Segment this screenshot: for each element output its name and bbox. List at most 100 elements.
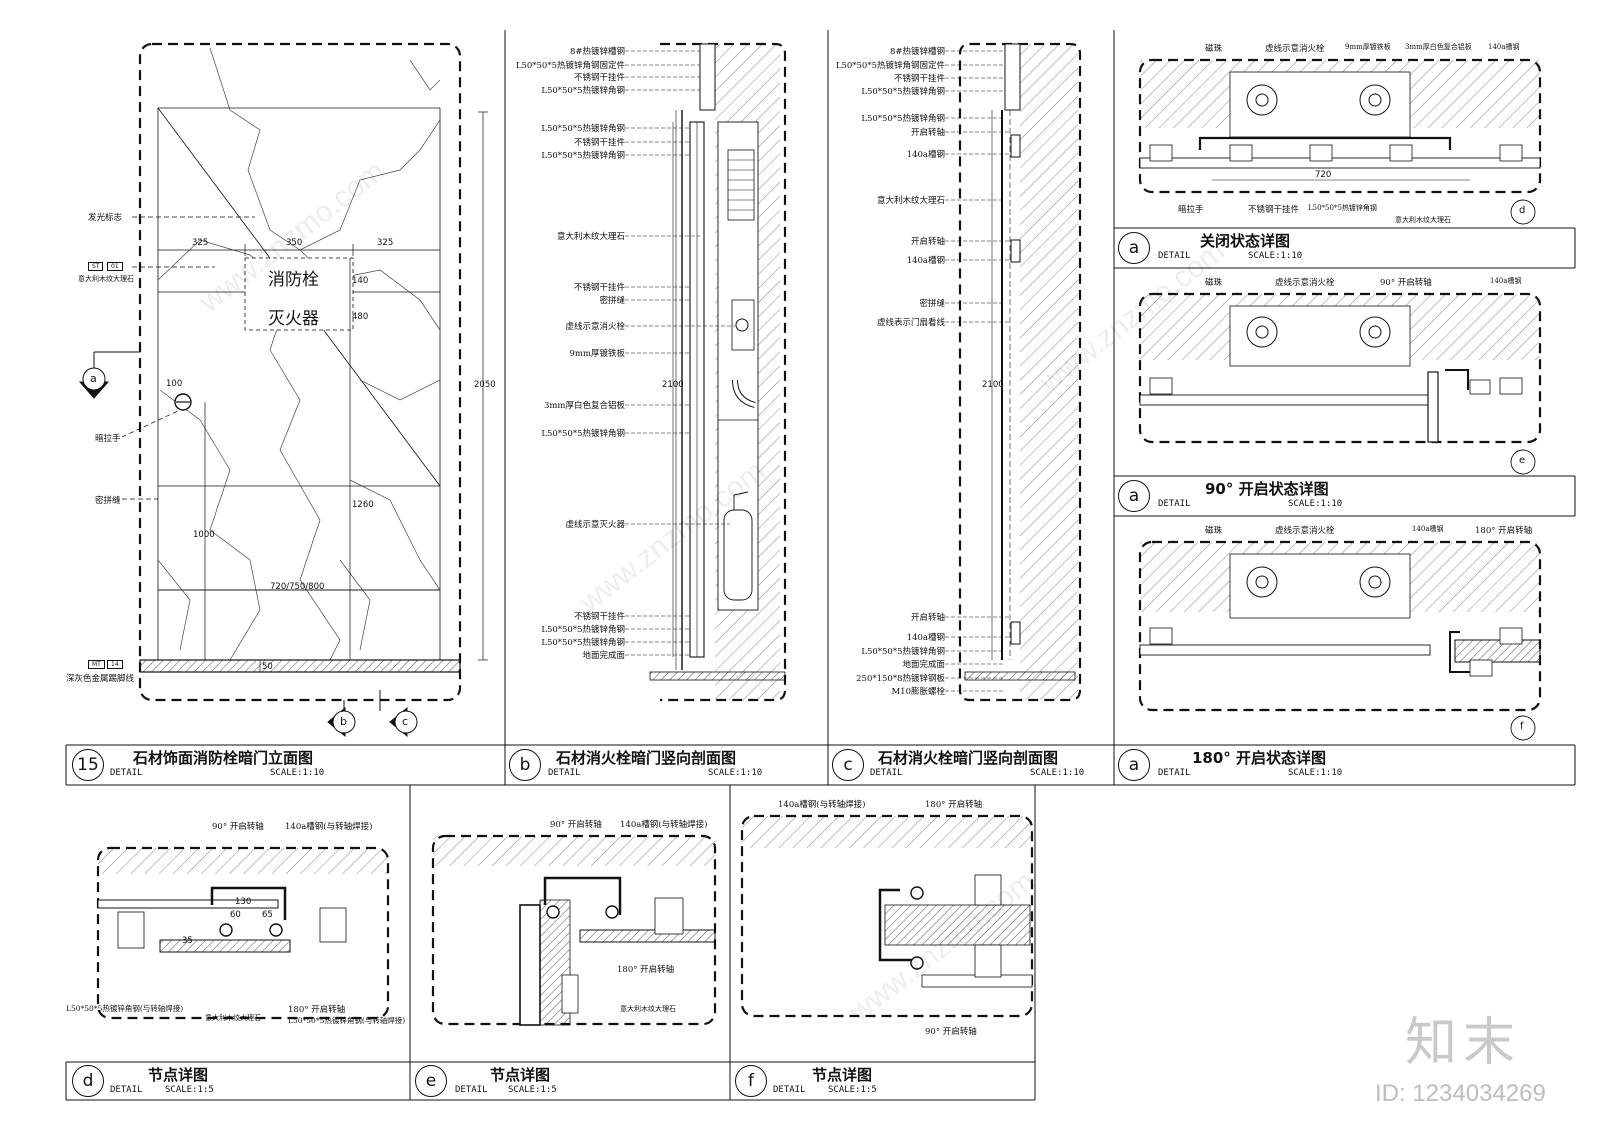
panel-e-number: e xyxy=(415,1065,447,1097)
plan2-hydrant: 虚线示意消火栓 xyxy=(1275,278,1335,288)
node-d-drawing xyxy=(96,846,390,1020)
panel-d-detail: DETAIL xyxy=(110,1085,143,1095)
secb-labels-item: L50*50*5热镀锌角钢 xyxy=(541,86,625,96)
node-d-dim-60: 60 xyxy=(230,910,241,920)
panel-f-scale: SCALE:1:5 xyxy=(828,1085,877,1095)
plan3-pivot: 180° 开启转轴 xyxy=(1475,526,1533,536)
panel-b-number: b xyxy=(509,749,541,781)
node-f-pivot90: 90° 开启转轴 xyxy=(925,1027,977,1037)
secb-labels-item: 8#热镀锌槽钢 xyxy=(569,47,625,57)
plan3-hydrant: 虚线示意消火栓 xyxy=(1275,526,1335,536)
dim-50: 50 xyxy=(262,662,273,672)
label-pull: 暗拉手 xyxy=(95,434,121,444)
plan1-hanger: 不锈钢干挂件 xyxy=(1248,205,1300,215)
panel-f-number: f xyxy=(735,1065,767,1097)
secc-labels-item: L50*50*5热镀锌角钢 xyxy=(861,87,945,97)
panel-d-scale: SCALE:1:5 xyxy=(165,1085,214,1095)
dim-480: 480 xyxy=(352,312,369,322)
plan3-marker: f xyxy=(1520,721,1524,732)
tag-st: ST xyxy=(88,262,104,271)
panel-15-scale: SCALE:1:10 xyxy=(270,768,325,778)
secc-labels-item: 意大利木纹大理石 xyxy=(876,196,945,206)
secc-labels-item: 密拼缝 xyxy=(919,299,945,309)
plan2-magnet: 磁珠 xyxy=(1205,278,1223,288)
node-d-pivot180: 180° 开启转轴 xyxy=(288,1005,346,1015)
panel-a2-number: a xyxy=(1118,480,1150,512)
plan3-channel: 140a槽钢 xyxy=(1412,525,1444,533)
panel-e-title: 节点详图 xyxy=(490,1066,551,1084)
secb-labels-item: 虚线示意灭火器 xyxy=(565,520,625,530)
dim-140: 140 xyxy=(352,276,369,286)
brand-logo: 知末 xyxy=(1405,1014,1522,1072)
node-d-pivot90: 90° 开启转轴 xyxy=(212,822,264,832)
secb-labels-item: L50*50*5热镀锌角钢 xyxy=(541,638,625,648)
panel-a1-detail: DETAIL xyxy=(1158,251,1191,261)
panel-a1-scale: SCALE:1:10 xyxy=(1248,251,1303,261)
plan-a-drawings xyxy=(1138,58,1542,741)
label-stone: 意大利木纹大理石 xyxy=(78,275,134,283)
plan1-alum-plate: 3mm厚白色复合铝板 xyxy=(1405,43,1472,51)
node-d-dim-35: 35 xyxy=(182,936,193,946)
dim-100: 100 xyxy=(166,379,183,389)
node-d-stone: 意大利木纹大理石 xyxy=(205,1014,261,1022)
panel-b-title: 石材消火栓暗门竖向剖面图 xyxy=(556,749,737,767)
plan2-channel: 140a槽钢 xyxy=(1490,277,1522,285)
secc-labels-item: 不锈钢干挂件 xyxy=(893,74,945,84)
panel-15-number: 15 xyxy=(72,749,104,781)
node-e-pivot180: 180° 开启转轴 xyxy=(617,965,675,975)
node-f-drawing xyxy=(740,814,1034,1018)
plan2-pivot: 90° 开启转轴 xyxy=(1380,278,1432,288)
node-d-channel: 140a槽钢(与转轴焊接) xyxy=(285,822,373,832)
secb-labels-item: L50*50*5热镀锌角钢 xyxy=(541,151,625,161)
marker-a: a xyxy=(90,372,97,385)
secb-labels-item: 9mm厚镀铁板 xyxy=(569,349,625,359)
secb-labels-item: 意大利木纹大理石 xyxy=(556,232,625,242)
plan1-iron-plate: 9mm厚镀铁板 xyxy=(1345,43,1391,51)
secc-labels-item: 开启转轴 xyxy=(910,128,945,138)
plan1-magnet: 磁珠 xyxy=(1205,44,1223,54)
sign-hydrant: 消防栓 xyxy=(268,270,319,290)
plan1-pull: 暗拉手 xyxy=(1178,205,1204,215)
secb-labels-item: L50*50*5热镀锌角钢 xyxy=(541,124,625,134)
panel-b-scale: SCALE:1:10 xyxy=(708,768,763,778)
panel-a2-scale: SCALE:1:10 xyxy=(1288,499,1343,509)
label-glow-sign: 发光标志 xyxy=(88,213,123,223)
plan1-channel: 140a槽钢 xyxy=(1488,43,1520,51)
node-d-angle-right: L50*50*5热镀锌角钢(与转轴焊接) xyxy=(288,1016,406,1025)
label-seam: 密拼缝 xyxy=(95,496,121,506)
node-d-dim-65: 65 xyxy=(262,910,273,920)
dim-1260: 1260 xyxy=(352,500,374,510)
panel-c-title: 石材消火栓暗门竖向剖面图 xyxy=(878,749,1059,767)
secb-labels-item: 不锈钢干挂件 xyxy=(573,612,625,622)
plan3-magnet: 磁珠 xyxy=(1205,526,1223,536)
panel-a2-detail: DETAIL xyxy=(1158,499,1191,509)
panel-15-detail: DETAIL xyxy=(110,768,143,778)
secb-labels-item: 3mm厚白色复合铝板 xyxy=(543,401,625,411)
secc-labels-item: L50*50*5热镀锌角钢 xyxy=(861,647,945,657)
dim-325-right: 325 xyxy=(377,238,394,248)
secb-labels-item: L50*50*5热镀锌角钢 xyxy=(541,625,625,635)
plan1-stone: 意大利木纹大理石 xyxy=(1395,216,1451,224)
secb-labels-item: 虚线示意消火栓 xyxy=(565,322,625,332)
section-c-dim: 2100 xyxy=(982,380,1004,390)
panel-a1-number: a xyxy=(1118,232,1150,264)
panel-a3-title: 180° 开启状态详图 xyxy=(1192,749,1327,767)
secc-labels-item: 250*150*8热镀锌钢板 xyxy=(856,674,945,684)
marker-c: c xyxy=(402,715,409,728)
panel-a3-scale: SCALE:1:10 xyxy=(1288,768,1343,778)
panel-f-detail: DETAIL xyxy=(773,1085,806,1095)
secc-labels-item: M10膨胀螺栓 xyxy=(891,687,945,697)
sign-extinguisher: 灭火器 xyxy=(268,309,319,329)
node-d-dim-130: 130 xyxy=(235,897,252,907)
secb-labels-item: 不锈钢干挂件 xyxy=(573,138,625,148)
dim-2050: 2050 xyxy=(474,380,496,390)
secb-labels-item: 地面完成面 xyxy=(582,651,625,661)
secc-labels-item: 140a槽钢 xyxy=(906,256,945,266)
dim-350: 350 xyxy=(286,238,303,248)
node-e-channel: 140a槽钢(与转轴焊接) xyxy=(620,820,708,830)
secc-labels-item: 开启转轴 xyxy=(910,613,945,623)
node-e-stone: 意大利木纹大理石 xyxy=(620,1005,676,1013)
node-f-channel: 140a槽钢(与转轴焊接) xyxy=(778,800,866,810)
node-d-angle-left: L50*50*5热镀锌角钢(与转轴焊接) xyxy=(66,1004,184,1013)
